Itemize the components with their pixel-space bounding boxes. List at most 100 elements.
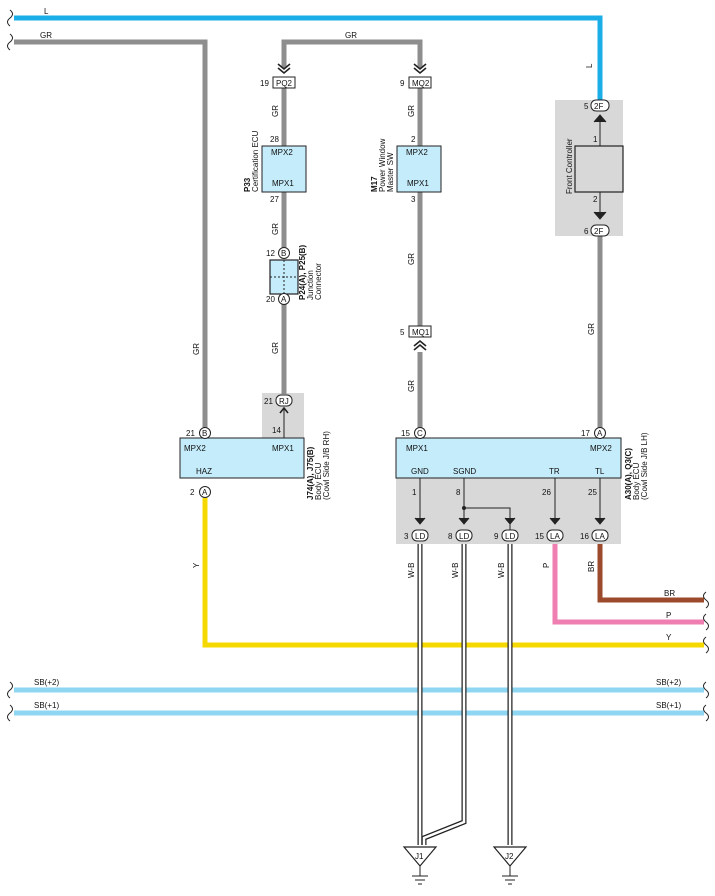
body-ecu-rh (179, 437, 305, 479)
p33-name: Certification ECU (251, 130, 260, 192)
mq1-pin: 5 (400, 328, 405, 337)
wire-p (552, 544, 704, 625)
fc-bottom-pin: 6 (584, 227, 589, 236)
body-rh-mpx1: MPX1 (272, 444, 294, 453)
ld1-pin: 3 (404, 532, 409, 541)
wire-label-sb2-right: SB(+2) (656, 678, 681, 687)
m17-mpx1: MPX1 (407, 179, 429, 188)
body-rh-name-line1: Body ECU (314, 462, 323, 500)
body-rh-a-label: A (202, 488, 208, 497)
p33-mpx1: MPX1 (272, 179, 294, 188)
body-lh-mpx1: MPX1 (406, 444, 428, 453)
wire-label-br-vert: BR (587, 561, 596, 572)
body-rh-name-line2: (Cowl Side J/B RH) (322, 431, 331, 500)
junction-name-line2: Connector (314, 263, 323, 300)
m17-code: M17 (370, 176, 379, 192)
wire-label-wb-2: W-B (451, 563, 460, 578)
wire-label-l-top: L (44, 7, 49, 16)
mq2-label: MQ2 (412, 79, 430, 88)
fc-bottom-label: 2F (594, 227, 603, 236)
ld2-pin: 8 (448, 532, 453, 541)
junction-b-pin: 12 (266, 249, 275, 258)
wire-label-p-right: P (666, 611, 671, 620)
wire-wb-ground (417, 544, 513, 845)
body-lh-pin-c (414, 427, 426, 439)
body-lh-a-pin: 17 (581, 429, 590, 438)
junction-code: P24(A), P25(B) (298, 245, 307, 300)
body-lh-gnd: GND (411, 467, 429, 476)
body-lh-code: A30(A), Q3(C) (624, 448, 633, 500)
wire-label-y-left: Y (192, 562, 201, 568)
body-rh-pin-b (199, 427, 211, 439)
m17-power-window-master-sw (396, 145, 442, 193)
ld3-label: LD (505, 532, 515, 541)
body-rh-pin-a (199, 486, 211, 498)
wire-label-sb1-left: SB(+1) (34, 701, 59, 710)
la1-label: LA (550, 532, 560, 541)
mq2-pin: 9 (400, 79, 405, 88)
body-rh-b-label: B (202, 429, 207, 438)
body-rh-pin14: 14 (272, 426, 281, 435)
fc-top-label: 2F (594, 102, 603, 111)
front-controller-pin1: 1 (593, 135, 598, 144)
m17-mpx2: MPX2 (406, 148, 428, 157)
body-rh-haz: HAZ (196, 467, 212, 476)
p33-certification-ecu (261, 145, 307, 193)
wire-label-l-right: L (585, 63, 594, 68)
body-lh-pin26: 26 (542, 488, 551, 497)
wire-label-gr-m17-mid: GR (407, 253, 416, 265)
body-lh-sgnd: SGND (453, 467, 476, 476)
ld1-label: LD (415, 532, 425, 541)
pq2-label: PQ2 (276, 79, 293, 88)
body-lh-pin8: 8 (456, 488, 461, 497)
wire-gr-left (14, 39, 208, 428)
junction-connector (269, 259, 299, 295)
m17-pin-top: 2 (411, 135, 416, 144)
body-lh-pin1: 1 (412, 488, 417, 497)
body-lh-c-label: C (417, 429, 423, 438)
p33-pin-bottom: 27 (270, 195, 279, 204)
wire-l (14, 15, 603, 100)
la2-pin: 16 (580, 532, 589, 541)
junction-a-pin: 20 (266, 295, 275, 304)
front-controller-name: Front Controller (565, 138, 574, 194)
wire-label-p-vert: P (542, 563, 551, 568)
body-rh-b-pin: 21 (186, 429, 195, 438)
wire-label-wb-1: W-B (407, 563, 416, 578)
junction-b-label: B (281, 249, 286, 258)
ld3-pin: 9 (494, 532, 499, 541)
body-lh-pin-a (594, 427, 606, 439)
mq1-label: MQ1 (412, 328, 430, 337)
ground-j2-label: J2 (505, 852, 514, 861)
connector-2f-bottom (590, 192, 610, 237)
wire-break-marks-right (703, 591, 709, 722)
wire-break-marks-left (7, 9, 13, 722)
ground-j2-icon (492, 846, 528, 885)
wire-label-gr-m17-top: GR (407, 105, 416, 117)
body-lh-tr: TR (549, 467, 560, 476)
ground-j1-label: J1 (415, 852, 424, 861)
m17-pin-bottom: 3 (411, 195, 416, 204)
wire-label-gr-top-mid: GR (345, 31, 357, 40)
wire-label-sb2-left: SB(+2) (34, 678, 59, 687)
body-rh-mpx2: MPX2 (184, 444, 206, 453)
body-ecu-lh (395, 437, 622, 479)
rj-label: RJ (279, 397, 289, 406)
front-controller-pin2: 2 (593, 195, 598, 204)
connector-ld-2 (455, 478, 473, 542)
junction-a-label: A (281, 295, 287, 304)
body-lh-a-label: A (597, 429, 603, 438)
ld2-label: LD (459, 532, 469, 541)
body-lh-name-line2: (Cowl Side J/B LH) (640, 432, 649, 500)
connector-rj (275, 394, 293, 438)
junction-pin-b (278, 247, 290, 259)
junction-pin-a (278, 293, 290, 305)
p33-pin-top: 28 (270, 135, 279, 144)
wire-label-gr-p33-top: GR (271, 105, 280, 117)
p33-mpx2: MPX2 (271, 148, 293, 157)
m17-name-line1: Power Window (378, 138, 387, 192)
connector-2f-top (590, 99, 610, 146)
front-controller-box (574, 145, 624, 193)
body-rh-a-pin: 2 (190, 488, 195, 497)
